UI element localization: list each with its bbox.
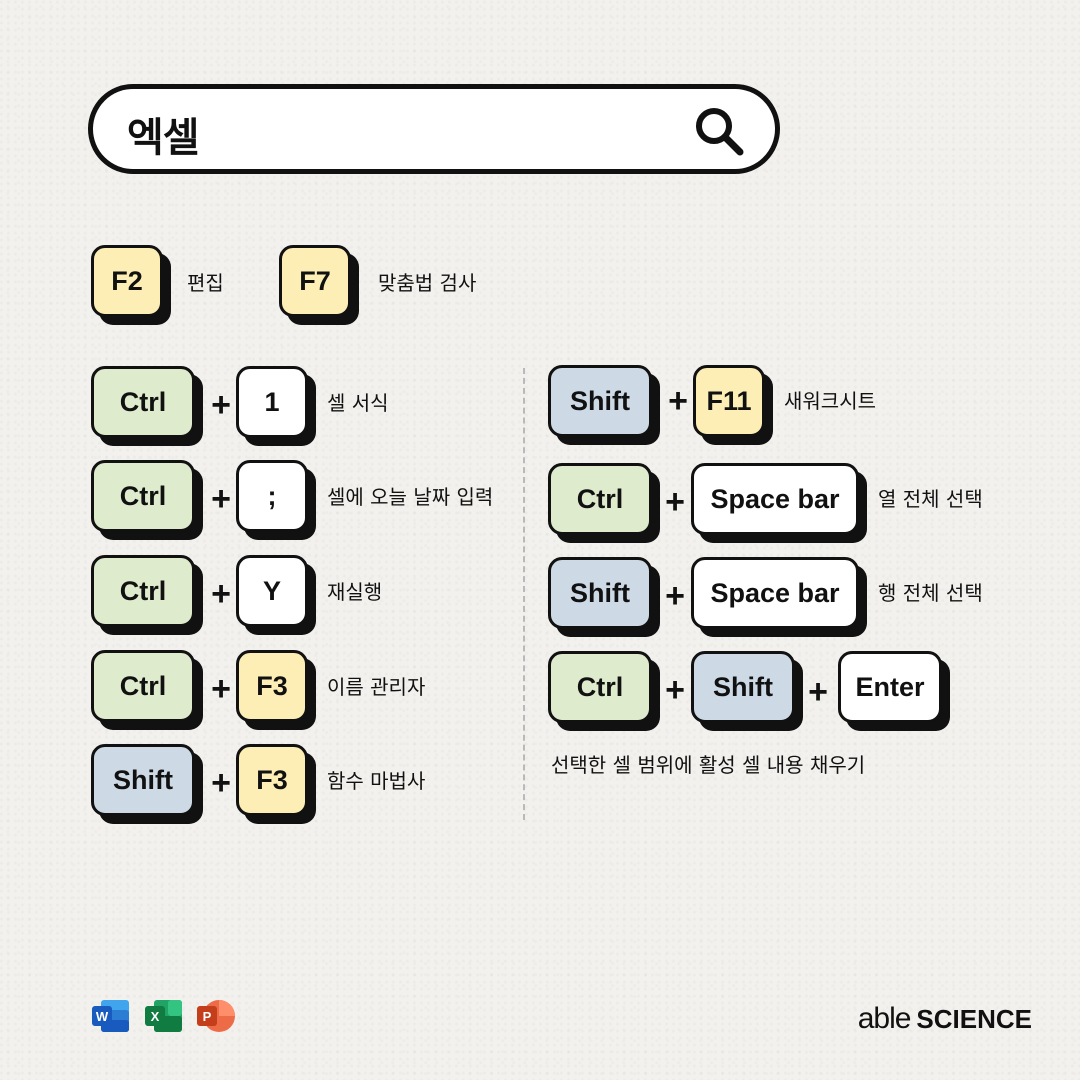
excel-icon-letter: X xyxy=(151,1009,160,1024)
key-ctrl: Ctrl xyxy=(548,463,652,535)
plus-symbol: + xyxy=(808,673,828,711)
key-f7: F7 xyxy=(279,245,351,317)
shortcut-description: 셀 서식 xyxy=(327,391,389,415)
plus-symbol: + xyxy=(211,386,231,424)
key-enter: Enter xyxy=(838,651,942,723)
plus-symbol: + xyxy=(211,670,231,708)
key-space-bar: Space bar xyxy=(691,463,859,535)
plus-symbol: + xyxy=(211,575,231,613)
plus-symbol: + xyxy=(665,671,685,709)
plus-symbol: + xyxy=(668,382,688,420)
page-title: 엑셀 xyxy=(127,115,200,161)
key-shift: Shift xyxy=(548,557,652,629)
brand-name: SCIENCE xyxy=(916,1004,1032,1034)
key-1: 1 xyxy=(236,366,308,438)
search-bar[interactable]: 엑셀 xyxy=(88,84,780,174)
key-f3: F3 xyxy=(236,650,308,722)
key-ctrl: Ctrl xyxy=(548,651,652,723)
word-icon: W xyxy=(92,1000,129,1032)
shortcut-description: 맞춤법 검사 xyxy=(378,271,477,295)
word-icon-letter: W xyxy=(96,1009,109,1024)
shortcut-description: 열 전체 선택 xyxy=(878,487,983,511)
search-icon[interactable] xyxy=(693,105,745,157)
shortcut-description: 셀에 오늘 날짜 입력 xyxy=(327,485,494,509)
plus-symbol: + xyxy=(211,480,231,518)
key-ctrl: Ctrl xyxy=(91,650,195,722)
shortcut-description: 이름 관리자 xyxy=(327,675,426,699)
key-ctrl: Ctrl xyxy=(91,555,195,627)
column-divider xyxy=(523,368,525,820)
plus-symbol: + xyxy=(211,764,231,802)
brand-prefix: able xyxy=(857,1002,912,1035)
shortcut-description: 재실행 xyxy=(327,580,383,604)
shortcut-description: 함수 마법사 xyxy=(327,769,426,793)
plus-symbol: + xyxy=(665,577,685,615)
brand-logo: able SCIENCE xyxy=(858,1002,1032,1036)
key-f11: F11 xyxy=(693,365,765,437)
powerpoint-icon-letter: P xyxy=(203,1009,212,1024)
key-y: Y xyxy=(236,555,308,627)
key-ctrl: Ctrl xyxy=(91,460,195,532)
key-f2: F2 xyxy=(91,245,163,317)
powerpoint-icon: P xyxy=(197,1000,235,1032)
shortcut-description: 행 전체 선택 xyxy=(878,581,983,605)
excel-icon: X xyxy=(145,1000,182,1032)
shortcut-description: 선택한 셀 범위에 활성 셀 내용 채우기 xyxy=(551,753,866,777)
key-shift: Shift xyxy=(91,744,195,816)
key-ctrl: Ctrl xyxy=(91,366,195,438)
plus-symbol: + xyxy=(665,483,685,521)
key-semicolon: ; xyxy=(236,460,308,532)
key-shift: Shift xyxy=(691,651,795,723)
key-f3: F3 xyxy=(236,744,308,816)
shortcut-description: 편집 xyxy=(187,271,224,295)
shortcut-description: 새워크시트 xyxy=(784,389,876,413)
key-space-bar: Space bar xyxy=(691,557,859,629)
key-shift: Shift xyxy=(548,365,652,437)
